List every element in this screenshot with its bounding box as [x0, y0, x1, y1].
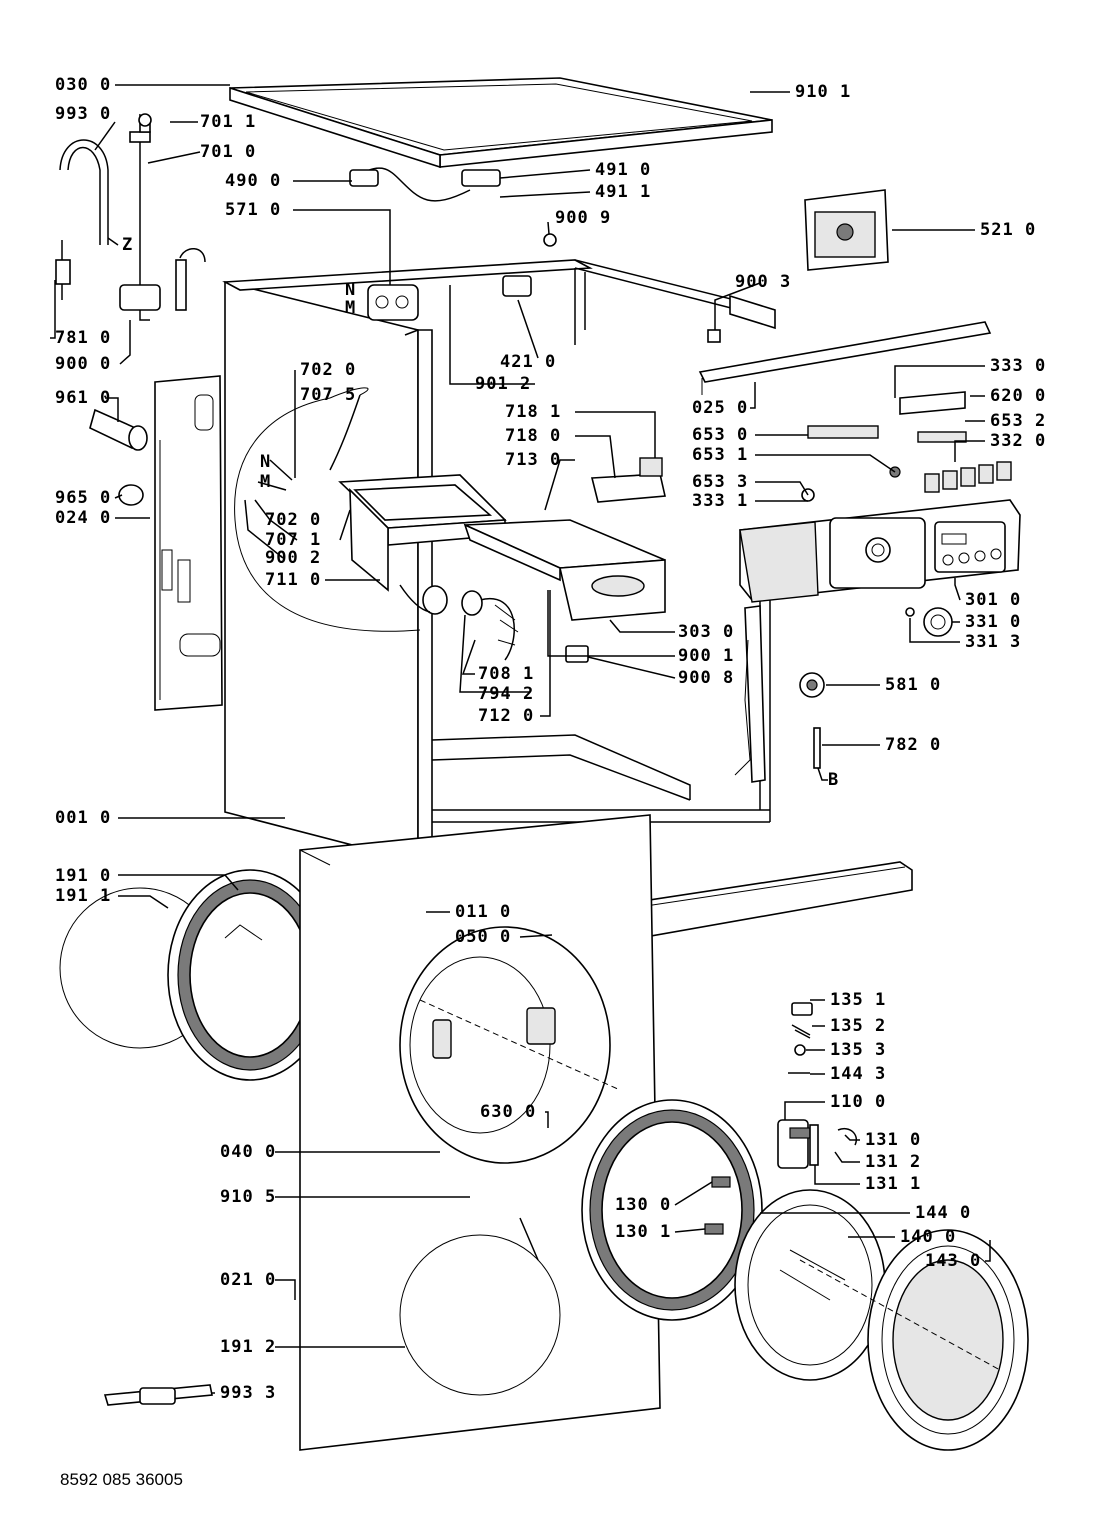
part-label: 701 0: [200, 142, 257, 162]
part-label: 961 0: [55, 388, 112, 408]
leader-lines: [50, 84, 991, 1394]
part-label: 711 0: [265, 570, 322, 590]
part-label: 024 0: [55, 508, 112, 528]
part-label: 653 0: [692, 425, 749, 445]
part-label: 001 0: [55, 808, 112, 828]
part-label: 965 0: [55, 488, 112, 508]
door-switch: [565, 605, 766, 783]
part-label: 581 0: [885, 675, 942, 695]
part-label: 332 0: [990, 431, 1047, 451]
marker-label: M: [260, 472, 272, 492]
part-label: 900 8: [678, 668, 735, 688]
door-gasket: [59, 869, 333, 1081]
part-label: 794 2: [478, 684, 535, 704]
marker-label: N: [345, 280, 357, 300]
rear-panel: [154, 375, 223, 711]
part-label: 713 0: [505, 450, 562, 470]
part-label: 718 1: [505, 402, 562, 422]
part-label: 040 0: [220, 1142, 277, 1162]
part-label: 900 9: [555, 208, 612, 228]
part-label: 491 1: [595, 182, 652, 202]
marker-label: B: [828, 770, 840, 790]
drain-pump: [89, 408, 148, 506]
part-label: 131 2: [865, 1152, 922, 1172]
part-label: 491 0: [595, 160, 652, 180]
part-label: 421 0: [500, 352, 557, 372]
detergent-dispenser: [338, 457, 666, 661]
part-label: 900 1: [678, 646, 735, 666]
top-cover: [229, 77, 773, 169]
cabinet: [222, 259, 776, 864]
part-label: 653 1: [692, 445, 749, 465]
part-label: 901 2: [475, 374, 532, 394]
part-label: 900 0: [55, 354, 112, 374]
part-label: 718 0: [505, 426, 562, 446]
part-label: 131 1: [865, 1174, 922, 1194]
part-label: 144 3: [830, 1064, 887, 1084]
part-label: 333 1: [692, 491, 749, 511]
part-label: 301 0: [965, 590, 1022, 610]
part-label: 025 0: [692, 398, 749, 418]
part-label: 303 0: [678, 622, 735, 642]
part-label: 653 3: [692, 472, 749, 492]
part-label: 191 1: [55, 886, 112, 906]
part-label: 030 0: [55, 75, 112, 95]
part-label: 143 0: [925, 1251, 982, 1271]
part-label: 910 5: [220, 1187, 277, 1207]
part-label: 712 0: [478, 706, 535, 726]
document-code: 8592 085 36005: [60, 1470, 183, 1489]
part-label: 993 3: [220, 1383, 277, 1403]
wiring-harness: [349, 167, 501, 321]
part-label: 333 0: [990, 356, 1047, 376]
part-label: 781 0: [55, 328, 112, 348]
control-panel-fascia: [739, 499, 1021, 603]
part-label: 135 2: [830, 1016, 887, 1036]
part-label: 571 0: [225, 200, 282, 220]
part-label: 701 1: [200, 112, 257, 132]
part-label: 707 1: [265, 530, 322, 550]
part-label: 702 0: [265, 510, 322, 530]
part-label: 110 0: [830, 1092, 887, 1112]
part-label: 993 0: [55, 104, 112, 124]
water-hoses: [55, 113, 206, 321]
part-label: 130 1: [615, 1222, 672, 1242]
part-label: 140 0: [900, 1227, 957, 1247]
control-board-parts: [502, 189, 1012, 769]
part-label: 021 0: [220, 1270, 277, 1290]
part-label: 011 0: [455, 902, 512, 922]
part-label: 900 3: [735, 272, 792, 292]
part-label: 910 1: [795, 82, 852, 102]
part-label: 708 1: [478, 664, 535, 684]
part-label: 900 2: [265, 548, 322, 568]
marker-label: Z: [122, 235, 134, 255]
part-label: 490 0: [225, 171, 282, 191]
part-label: 653 2: [990, 411, 1047, 431]
part-label: 331 0: [965, 612, 1022, 632]
part-label: 131 0: [865, 1130, 922, 1150]
part-label: 191 0: [55, 866, 112, 886]
part-label: 782 0: [885, 735, 942, 755]
front-panel: [299, 814, 661, 1451]
part-label: 050 0: [455, 927, 512, 947]
part-label: 521 0: [980, 220, 1037, 240]
part-label: 331 3: [965, 632, 1022, 652]
part-label: 702 0: [300, 360, 357, 380]
part-label: 130 0: [615, 1195, 672, 1215]
part-label: 707 5: [300, 385, 357, 405]
door-assembly: [581, 1002, 1029, 1451]
part-label: 135 1: [830, 990, 887, 1010]
service-tool: [103, 1384, 213, 1406]
marker-label: M: [345, 298, 357, 318]
part-label: 135 3: [830, 1040, 887, 1060]
part-label: 191 2: [220, 1337, 277, 1357]
marker-label: N: [260, 452, 272, 472]
part-label: 144 0: [915, 1203, 972, 1223]
part-label: 630 0: [480, 1102, 537, 1122]
part-label: 620 0: [990, 386, 1047, 406]
